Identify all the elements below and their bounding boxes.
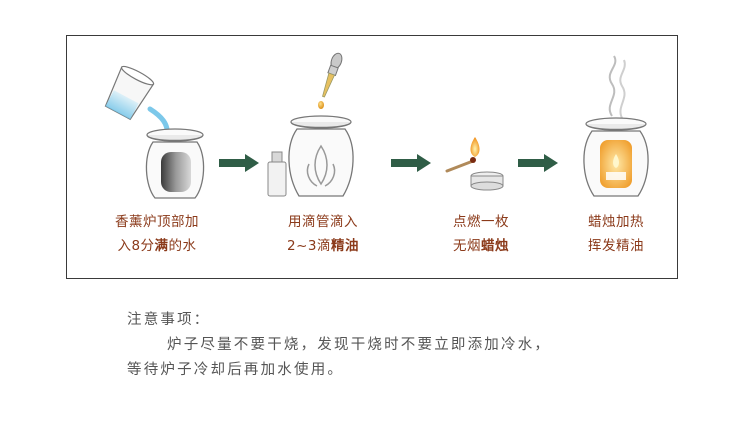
step-dropper: 用滴管滴入 2~3滴精油 [253, 36, 393, 280]
arrow-right-icon [391, 154, 431, 172]
arrow-right-icon [518, 154, 558, 172]
step-4-caption-line1: 蜡烛加热 [588, 214, 644, 230]
notes-title: 注意事项： [127, 312, 211, 328]
notes-line-1: 炉子尽量不要干烧，发现干烧时不要立即添加冷水， [167, 337, 552, 353]
step-pour-water: 香薰炉顶部加 入8分满的水 [87, 36, 227, 280]
step-light-candle: 点燃一枚 无烟蜡烛 [411, 36, 551, 280]
step-steam-burner: 蜡烛加热 挥发精油 [546, 36, 686, 280]
steaming-burner-icon [583, 55, 649, 197]
step-2-caption-line2: 2~3滴精油 [287, 238, 359, 254]
notes-line-2: 等待炉子冷却后再加水使用。 [127, 362, 345, 378]
arrow-right-icon [219, 154, 259, 172]
step-2-caption-line1: 用滴管滴入 [288, 214, 358, 230]
notes-section: 注意事项： 炉子尽量不要干烧，发现干烧时不要立即添加冷水， 等待炉子冷却后再加水… [127, 308, 551, 383]
dropper-icon [267, 52, 354, 197]
step-4-caption-line2: 挥发精油 [588, 238, 644, 254]
instruction-panel: 香薰炉顶部加 入8分满的水 [66, 35, 678, 279]
pour-water-icon [104, 65, 205, 199]
candle-match-icon [445, 137, 504, 191]
step-1-caption-line2: 入8分满的水 [117, 238, 197, 254]
step-3-caption-line1: 点燃一枚 [453, 214, 509, 230]
step-1-caption-line1: 香薰炉顶部加 [115, 214, 199, 230]
step-3-caption-line2: 无烟蜡烛 [453, 238, 509, 254]
